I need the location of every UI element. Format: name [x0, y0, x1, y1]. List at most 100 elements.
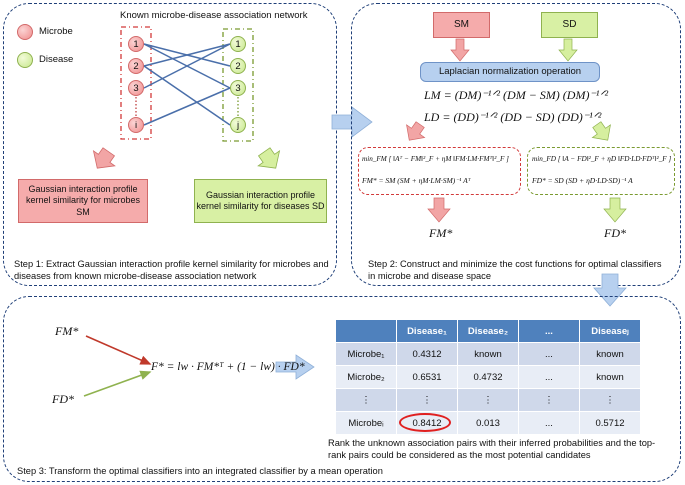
sm-box: SM [433, 12, 490, 38]
table-header-cell [336, 320, 397, 343]
table-cell: known [579, 365, 641, 389]
arrow-to-fm-cost [406, 121, 426, 141]
table-cell: 0.4312 [396, 342, 458, 366]
arrow-fm-to-combined [85, 335, 152, 365]
table-cell: ⋮ [336, 388, 397, 412]
formula-branch-arrows [406, 121, 611, 141]
disease-node-label: 3 [235, 82, 241, 94]
microbe-similarity-box: Gaussian interaction profile kernel simi… [18, 179, 148, 223]
microbe-node-label: 2 [133, 60, 139, 72]
table-header-row: Disease₁ Disease₂ ... Diseaseⱼ [336, 320, 641, 343]
edge-m2-dj [143, 65, 231, 126]
edge-m3-d1 [143, 43, 231, 89]
table-cell: 0.4732 [457, 365, 519, 389]
table-cell: 0.6531 [396, 365, 458, 389]
arrow-down-microbe [92, 147, 116, 169]
lm-formula: LM = (DM)⁻¹ᐟ² (DM − SM) (DM)⁻¹ᐟ² [424, 88, 609, 102]
table-cell: known [579, 342, 641, 366]
microbe-node: i [128, 117, 144, 133]
sm-sd-down-arrows [450, 38, 578, 62]
table-cell: ... [518, 411, 580, 434]
ld-formula: LD = (DD)⁻¹ᐟ² (DD − SD) (DD)⁻¹ᐟ² [424, 110, 602, 124]
arrow-down-disease [257, 147, 281, 169]
step3-panel [3, 296, 681, 482]
microbe-node-label: 1 [133, 38, 139, 50]
step3-caption: Step 3: Transform the optimal classifier… [17, 466, 383, 476]
arrow-down-fd [603, 197, 627, 223]
microbe-legend-icon [17, 24, 33, 40]
table-cell: ⋮ [579, 388, 641, 412]
step2-panel [351, 3, 681, 286]
disease-node: j [230, 117, 246, 133]
table-row: Microbeᵢ 0.8412 0.013 ... 0.5712 [336, 411, 641, 434]
microbe-node-label: i [134, 119, 138, 131]
edge-mi-d3 [143, 87, 231, 126]
fd-cost-box [527, 147, 675, 195]
fd-solution-formula: FD* = SD (SD + ηD·LD·SD)⁻¹ A [532, 176, 633, 185]
arrow-down-step2-to-step3 [593, 273, 627, 307]
table-cell: ... [518, 365, 580, 389]
fm-solution-formula: FM* = SM (SM + ηM·LM·SM)⁻¹ Aᵀ [362, 176, 471, 185]
table-cell: known [457, 342, 519, 366]
fd-result: FD* [604, 226, 626, 240]
fm-result: FM* [429, 226, 453, 240]
edge-m2-d1 [143, 43, 231, 67]
table-cell: ⋮ [457, 388, 519, 412]
table-cell: 0.5712 [579, 411, 641, 434]
result-table: Disease₁ Disease₂ ... Diseaseⱼ Microbe₁ … [336, 320, 641, 434]
table-cell: Microbe₁ [336, 342, 397, 366]
legend-microbe-label: Microbe [39, 26, 73, 37]
laplacian-box: Laplacian normalization operation [420, 62, 600, 82]
disease-similarity-text: Gaussian interaction profile kernel simi… [196, 189, 325, 212]
table-cell: Microbeᵢ [336, 411, 397, 434]
fm-input-label: FM* [55, 324, 79, 338]
table-cell: Microbe₂ [336, 365, 397, 389]
microbe-similarity-text: Gaussian interaction profile kernel simi… [25, 183, 141, 217]
network-title: Known microbe-disease association networ… [120, 10, 308, 21]
table-cell: ... [518, 342, 580, 366]
table-row: ⋮ ⋮ ⋮ ⋮ ⋮ [336, 388, 641, 412]
disease-node: 3 [230, 80, 246, 96]
microbe-node: 1 [128, 36, 144, 52]
disease-node: 2 [230, 58, 246, 74]
arrow-fd-to-combined [83, 370, 152, 397]
combined-formula: F* = lw · FM*ᵀ + (1 − lw) · FD* [151, 361, 305, 373]
disease-similarity-box: Gaussian interaction profile kernel simi… [194, 179, 327, 223]
combine-arrows [83, 335, 315, 397]
step1-caption: Step 1: Extract Gaussian interaction pro… [14, 259, 329, 281]
table-cell: 0.013 [457, 411, 519, 434]
fm-cost-box [358, 147, 521, 195]
table-cell-highlighted: 0.8412 [396, 411, 458, 434]
association-network [92, 26, 281, 169]
sm-label: SM [454, 19, 469, 31]
fd-min-formula: min_FD [ ‖A − FD‖²_F + ηD ‖FD·LD·FDᵀ‖²_F… [532, 155, 672, 163]
arrow-down-sm [450, 38, 470, 62]
microbe-node-label: 3 [133, 82, 139, 94]
disease-node-label: 2 [235, 60, 241, 72]
disease-legend-icon [17, 52, 33, 68]
table-header-cell: Diseaseⱼ [579, 320, 641, 343]
table-row: Microbe₂ 0.6531 0.4732 ... known [336, 365, 641, 389]
table-cell: ⋮ [518, 388, 580, 412]
laplacian-label: Laplacian normalization operation [438, 66, 582, 78]
arrow-to-fd-cost [591, 121, 611, 141]
step2-caption: Step 2: Construct and minimize the cost … [368, 259, 662, 281]
table-header-cell: Disease₁ [396, 320, 458, 343]
legend-disease-label: Disease [39, 54, 74, 65]
sd-box: SD [541, 12, 598, 38]
microbe-node: 3 [128, 80, 144, 96]
table-cell: ⋮ [396, 388, 458, 412]
result-down-arrows [427, 197, 627, 223]
rank-description: Rank the unknown association pairs with … [328, 438, 656, 460]
sd-label: SD [562, 19, 577, 31]
arrow-down-fm [427, 197, 451, 223]
disease-node: 1 [230, 36, 246, 52]
fd-input-label: FD* [52, 392, 74, 406]
table-header-cell: Disease₂ [457, 320, 519, 343]
microbe-group-outline [120, 26, 152, 140]
highlight-ellipse [399, 413, 451, 432]
step1-panel [3, 3, 337, 286]
disease-node-label: j [236, 119, 240, 131]
table-header-cell: ... [518, 320, 580, 343]
fm-min-formula: min_FM [ ‖Aᵀ − FM‖²_F + ηM ‖FM·LM·FMᵀ‖²_… [362, 155, 509, 163]
